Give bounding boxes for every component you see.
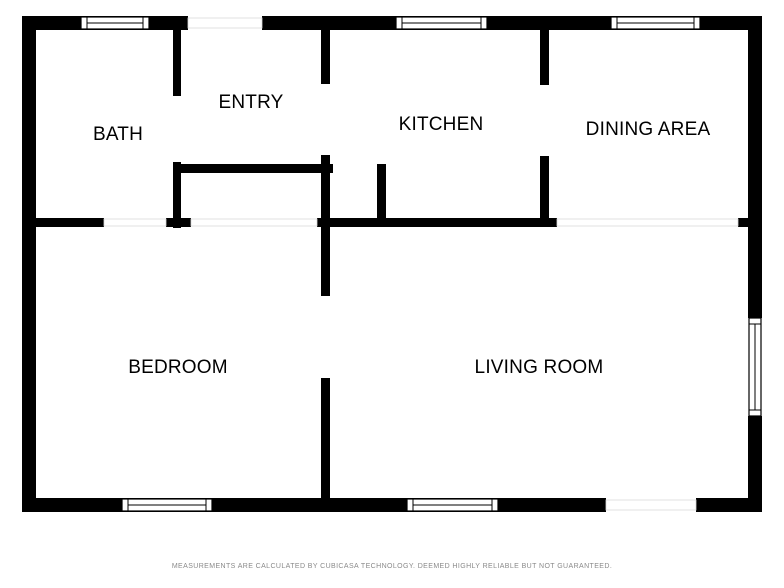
exterior-wall-bottom-left bbox=[22, 498, 606, 512]
exterior-wall-bottom-right bbox=[696, 498, 762, 512]
bath-window bbox=[80, 16, 150, 30]
patio-door-opening bbox=[605, 499, 697, 511]
room-label-bath: BATH bbox=[92, 124, 144, 145]
entry-door-opening bbox=[187, 17, 263, 29]
room-label-kitchen: KITCHEN bbox=[398, 114, 484, 135]
measurement-disclaimer: MEASUREMENTS ARE CALCULATED BY CUBICASA … bbox=[171, 563, 613, 570]
room-label-bedroom: BEDROOM bbox=[128, 357, 228, 378]
room-label-living: LIVING ROOM bbox=[474, 357, 604, 378]
bedroom-window bbox=[121, 498, 213, 512]
room-label-entry: ENTRY bbox=[218, 92, 284, 113]
wall-pantry bbox=[377, 164, 386, 226]
wall-kitchen-dining-upper bbox=[540, 30, 549, 85]
wall-bedroom-living-lower bbox=[321, 378, 330, 502]
wall-kitchen-dining-lower bbox=[540, 156, 549, 226]
exterior-wall-left bbox=[22, 16, 36, 512]
wall-entry-closet bbox=[181, 164, 333, 173]
room-label-dining: DINING AREA bbox=[585, 119, 711, 140]
living-window bbox=[406, 498, 499, 512]
dining-window bbox=[610, 16, 701, 30]
wall-mid-center bbox=[317, 218, 557, 227]
exterior-wall-right-lower bbox=[748, 416, 762, 512]
kitchen-window bbox=[395, 16, 488, 30]
wall-bath-entry bbox=[173, 30, 181, 96]
closet-opening bbox=[190, 218, 318, 227]
wall-mid-left-b bbox=[166, 218, 191, 227]
dining-living-opening bbox=[556, 218, 739, 227]
wall-mid-left-a bbox=[36, 218, 104, 227]
wall-entry-kitchen-upper bbox=[321, 30, 330, 84]
bath-door-opening bbox=[103, 218, 167, 227]
wall-mid-right bbox=[738, 218, 748, 227]
exterior-wall-right-upper bbox=[748, 16, 762, 318]
living-side-window bbox=[748, 317, 762, 417]
wall-bath-closet bbox=[173, 162, 181, 228]
